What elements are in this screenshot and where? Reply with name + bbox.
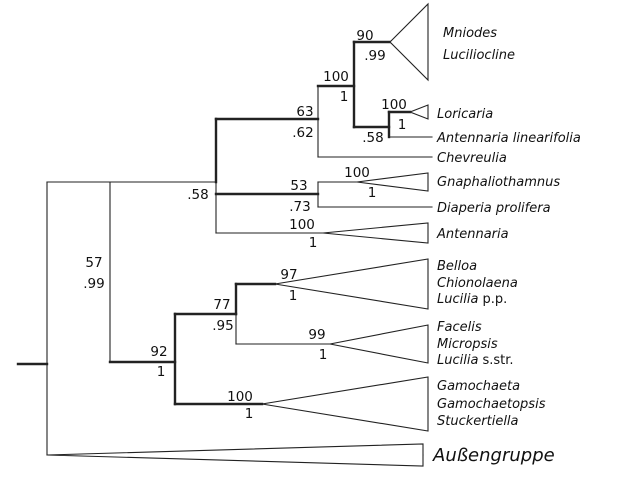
taxon-antennaria: Antennaria bbox=[436, 227, 509, 242]
support-clade-bf-bottom: .95 bbox=[212, 318, 233, 334]
taxon-labels: Mniodes Luciliocline Loricaria Antennari… bbox=[432, 26, 581, 466]
taxon-gamochaetopsis: Gamochaetopsis bbox=[437, 397, 546, 412]
support-clade-c-top: 92 bbox=[150, 344, 167, 360]
taxon-outgroup: Außengruppe bbox=[432, 445, 555, 466]
taxon-micropsis: Micropsis bbox=[437, 337, 498, 352]
support-values: 90 .99 100 1 100 1 .58 63 .62 100 1 53 .… bbox=[83, 28, 407, 422]
support-facelis-bottom: 1 bbox=[319, 347, 328, 363]
taxon-lucilia-pp-suffix: p.p. bbox=[482, 292, 507, 307]
triangle-facelis bbox=[329, 324, 429, 364]
taxon-lucilia-ss: Lucilia s.str. bbox=[437, 353, 514, 368]
support-antennaria-top: 100 bbox=[289, 217, 315, 233]
support-gn-di-bottom: .73 bbox=[289, 199, 310, 215]
support-gnaphaliothamnus-bottom: 1 bbox=[368, 185, 377, 201]
support-luciliocline-bottom: .99 bbox=[364, 48, 385, 64]
support-ingroup-top: 57 bbox=[85, 255, 102, 271]
triangle-gnaphaliothamnus bbox=[356, 172, 429, 192]
support-belloa-top: 97 bbox=[280, 267, 297, 283]
triangle-antennaria bbox=[322, 222, 429, 244]
collapsed-clades bbox=[46, 2, 429, 467]
taxon-lucilia-pp-genus: Lucilia bbox=[437, 292, 478, 307]
taxon-lucilia-ss-suffix: s.str. bbox=[482, 353, 513, 368]
support-antennaria-bottom: 1 bbox=[309, 235, 318, 251]
support-mlan-bottom: 1 bbox=[340, 89, 349, 105]
taxon-stuckertiella: Stuckertiella bbox=[437, 414, 519, 429]
taxon-luciliocline: Luciliocline bbox=[443, 48, 515, 63]
triangle-loricaria bbox=[408, 104, 429, 120]
support-gamochaeta-bottom: 1 bbox=[245, 406, 254, 422]
support-big-clade-bottom: .58 bbox=[187, 187, 208, 203]
taxon-lucilia-ss-genus: Lucilia bbox=[437, 353, 478, 368]
taxon-gamochaeta: Gamochaeta bbox=[437, 379, 520, 394]
taxon-facelis: Facelis bbox=[437, 320, 482, 335]
triangle-mniodes-luciliocline bbox=[389, 2, 429, 82]
tree-branches bbox=[16, 40, 433, 456]
support-mlan-top: 100 bbox=[323, 69, 349, 85]
support-clade-bf-top: 77 bbox=[213, 297, 230, 313]
support-belloa-bottom: 1 bbox=[289, 288, 298, 304]
taxon-chevreulia: Chevreulia bbox=[437, 151, 507, 166]
support-clade-a-top: 63 bbox=[296, 104, 313, 120]
taxon-mniodes: Mniodes bbox=[443, 26, 497, 41]
taxon-chionolaena: Chionolaena bbox=[437, 276, 518, 291]
taxon-diaperia-prolifera: Diaperia prolifera bbox=[437, 201, 551, 216]
taxon-lucilia-pp: Lucilia p.p. bbox=[437, 292, 507, 307]
support-facelis-top: 99 bbox=[308, 327, 325, 343]
taxon-gnaphaliothamnus: Gnaphaliothamnus bbox=[437, 175, 560, 190]
support-loricaria-top: 100 bbox=[381, 97, 407, 113]
support-clade-c-bottom: 1 bbox=[157, 364, 166, 380]
support-clade-a-bottom: .62 bbox=[292, 125, 313, 141]
support-luciliocline-top: 90 bbox=[356, 28, 373, 44]
triangle-outgroup bbox=[46, 443, 424, 467]
triangle-gamochaeta bbox=[261, 376, 429, 432]
taxon-belloa: Belloa bbox=[437, 259, 477, 274]
taxon-loricaria: Loricaria bbox=[437, 107, 493, 122]
support-gamochaeta-top: 100 bbox=[227, 389, 253, 405]
support-loricaria-bottom: 1 bbox=[398, 117, 407, 133]
triangle-belloa bbox=[274, 258, 429, 310]
support-gnaphaliothamnus-top: 100 bbox=[344, 165, 370, 181]
support-lor-ant-bottom: .58 bbox=[362, 130, 383, 146]
support-gn-di-top: 53 bbox=[290, 178, 307, 194]
support-ingroup-bottom: .99 bbox=[83, 276, 104, 292]
taxon-antennaria-linearifolia: Antennaria linearifolia bbox=[436, 131, 581, 146]
